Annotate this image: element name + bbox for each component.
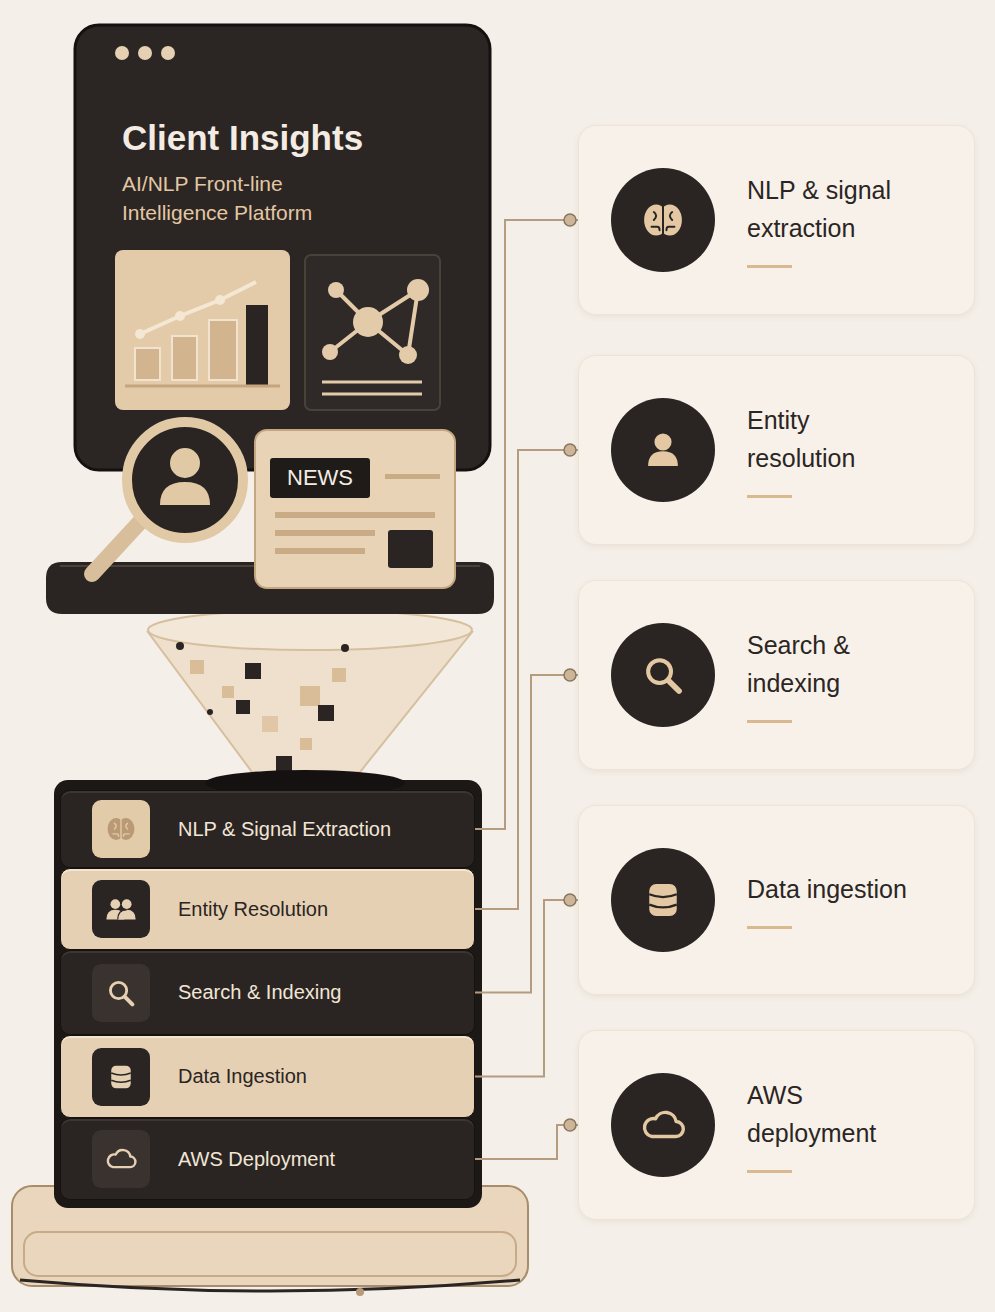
monitor — [75, 25, 490, 470]
leader-line — [460, 894, 578, 1080]
screen-title: Client Insights — [122, 118, 470, 158]
card-icon — [611, 1073, 715, 1177]
layer-icon — [92, 964, 150, 1022]
card-label: Search & indexing — [747, 627, 917, 702]
layer-label: Entity Resolution — [178, 897, 328, 922]
card-label: Data ingestion — [747, 871, 917, 909]
leader-line — [460, 669, 578, 996]
feature-card: Data ingestion — [578, 805, 975, 995]
feature-card: AWS deployment — [578, 1030, 975, 1220]
leader-path — [475, 450, 578, 909]
stack-layer: AWS Deployment — [60, 1118, 475, 1200]
card-underline — [747, 720, 792, 723]
card-text-group: AWS deployment — [747, 1077, 917, 1173]
card-icon — [611, 848, 715, 952]
card-underline — [747, 265, 792, 268]
leader-path — [475, 1125, 578, 1159]
news-label: NEWS — [270, 458, 370, 498]
leader-dot — [564, 444, 576, 456]
leader-line — [460, 1119, 578, 1162]
news-text: NEWS — [287, 466, 353, 490]
layer-label: Data Ingestion — [178, 1064, 307, 1089]
card-underline — [747, 926, 792, 929]
card-icon — [611, 623, 715, 727]
leader-path — [475, 675, 578, 993]
magnifier — [92, 422, 243, 574]
stack-layer: NLP & Signal Extraction — [60, 790, 475, 868]
stack-body — [54, 780, 482, 1208]
card-label: AWS deployment — [747, 1077, 917, 1152]
card-text-group: Entity resolution — [747, 402, 917, 498]
card-label: NLP & signal extraction — [747, 172, 917, 247]
layer-icon — [92, 880, 150, 938]
layer-icon — [92, 800, 150, 858]
leader-dot — [564, 669, 576, 681]
card-underline — [747, 1170, 792, 1173]
monitor-screen: Client InsightsAI/NLP Front-line Intelli… — [75, 25, 490, 470]
bar-chart-panel — [115, 250, 290, 410]
feature-card: Search & indexing — [578, 580, 975, 770]
card-label: Entity resolution — [747, 402, 917, 477]
stack-layer: Search & Indexing — [60, 950, 475, 1035]
layer-icon — [92, 1130, 150, 1188]
leader-path — [475, 220, 578, 829]
feature-card: Entity resolution — [578, 355, 975, 545]
leader-dot — [564, 894, 576, 906]
layer-label: NLP & Signal Extraction — [178, 817, 391, 842]
leader-path — [475, 900, 578, 1077]
stack-layer: Entity Resolution — [60, 868, 475, 950]
stack-layer: Data Ingestion — [60, 1035, 475, 1118]
leader-line — [460, 444, 578, 912]
card-text-group: Data ingestion — [747, 871, 917, 930]
leader-dot — [564, 214, 576, 226]
layer-label: AWS Deployment — [178, 1147, 335, 1172]
layer-label: Search & Indexing — [178, 980, 341, 1005]
screen-subtitle: AI/NLP Front-line Intelligence Platform — [122, 170, 392, 227]
card-text-group: NLP & signal extraction — [747, 172, 917, 268]
leader-dot — [564, 1119, 576, 1131]
card-icon — [611, 398, 715, 502]
funnel — [148, 610, 472, 796]
feature-card: NLP & signal extraction — [578, 125, 975, 315]
card-underline — [747, 495, 792, 498]
card-text-group: Search & indexing — [747, 627, 917, 723]
network-panel — [305, 255, 440, 410]
news-card — [255, 430, 455, 588]
layer-icon — [92, 1048, 150, 1106]
card-icon — [611, 168, 715, 272]
